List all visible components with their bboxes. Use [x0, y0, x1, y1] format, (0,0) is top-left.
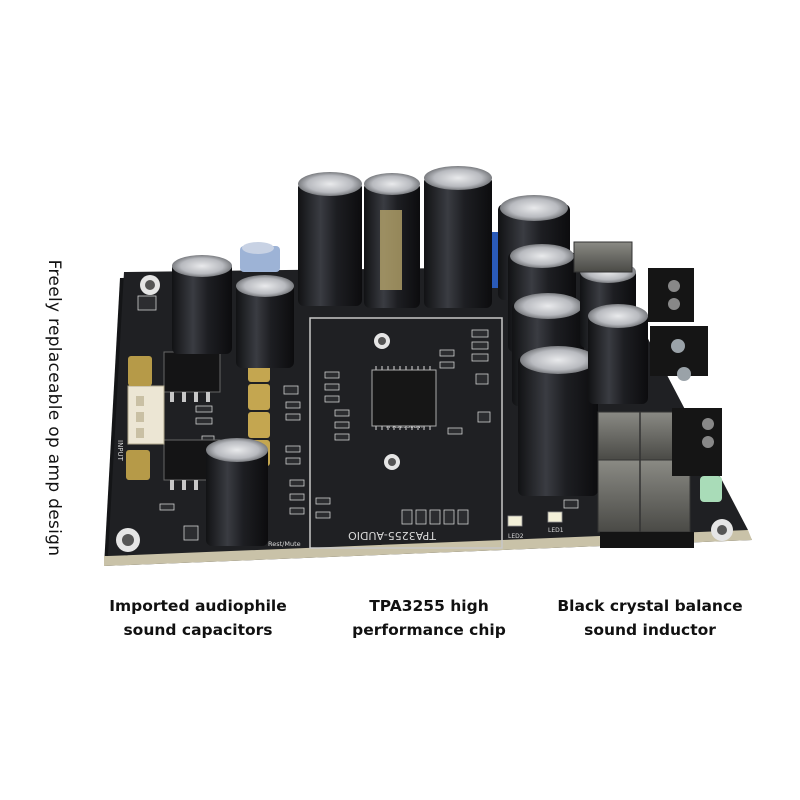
- mute-label: Rest/Mute: [268, 540, 301, 548]
- caption-capacitors-line1: Imported audiophile: [109, 597, 287, 615]
- caption-inductor: Black crystal balance sound inductor: [548, 594, 752, 642]
- caption-chip-line2: performance chip: [352, 621, 506, 639]
- input-label: INPUT: [116, 440, 124, 462]
- screw-terminals: [648, 268, 722, 502]
- smd-components: [137, 295, 579, 541]
- tpa3255-chip: [371, 366, 437, 430]
- led2-label: LED2: [508, 533, 524, 540]
- led1: [547, 511, 563, 523]
- caption-capacitors-line2: sound capacitors: [123, 621, 273, 639]
- caption-inductor-line2: sound inductor: [584, 621, 716, 639]
- caption-capacitors: Imported audiophile sound capacitors: [108, 594, 288, 642]
- led2: [507, 515, 523, 527]
- input-connector: [127, 385, 165, 445]
- electrolytic-capacitors: [172, 166, 648, 546]
- caption-chip: TPA3255 high performance chip: [344, 594, 514, 642]
- caption-chip-line1: TPA3255 high: [369, 597, 489, 615]
- led1-label: LED1: [548, 527, 564, 534]
- black-crystal-inductors: [573, 241, 694, 548]
- board-name-silkscreen: TPA3255-AUDIO: [348, 529, 437, 542]
- caption-inductor-line1: Black crystal balance: [557, 597, 743, 615]
